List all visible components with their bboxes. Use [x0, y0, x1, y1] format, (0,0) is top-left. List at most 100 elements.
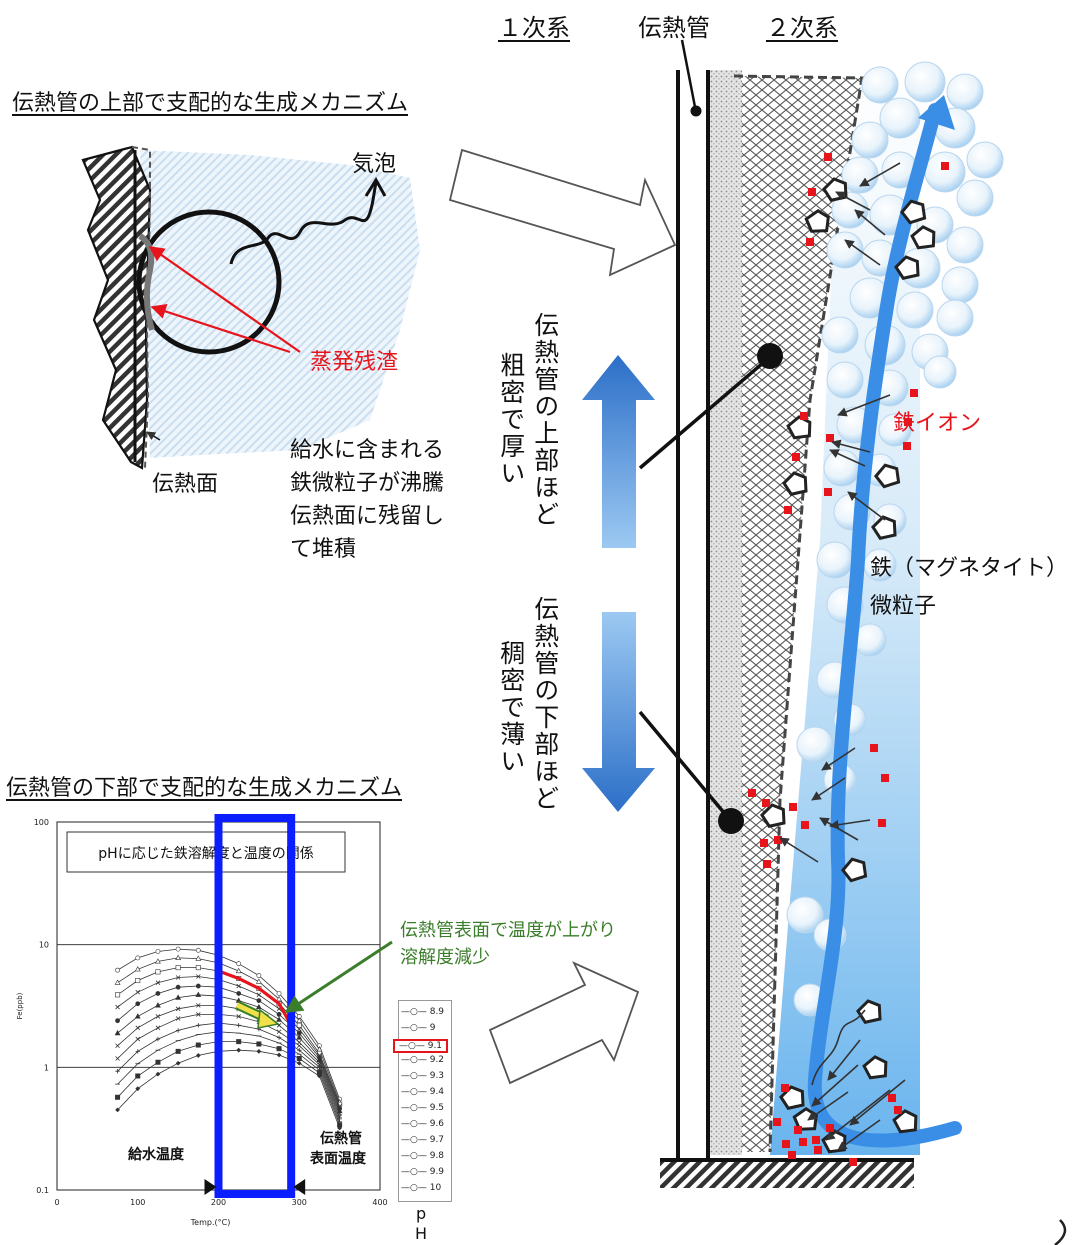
upper-vertical-text-1: 伝熱管の上部ほど [530, 312, 560, 528]
bubble [826, 361, 864, 399]
tube-label: 伝熱管 [638, 14, 710, 42]
series-point [255, 1003, 262, 1010]
bubble [941, 266, 979, 304]
series-line [117, 1014, 340, 1117]
description-line-2: 鉄微粒子が沸騰 [290, 471, 445, 496]
residue-label: 蒸発残渣 [310, 350, 399, 375]
legend-item: —○— 9.7 [401, 1135, 445, 1145]
surface-label: 伝熱面 [152, 472, 219, 497]
magnetite-particle [873, 463, 901, 489]
bubble [841, 156, 879, 194]
iron-ion [748, 789, 756, 797]
bubble [904, 61, 946, 103]
feedwater-temp-label: 給水温度 [128, 1147, 184, 1163]
series-point [276, 991, 282, 996]
annotation-pointer [284, 940, 393, 1014]
magnetite-particle [862, 1055, 888, 1080]
pointer-upper [638, 355, 772, 470]
bubble [796, 726, 834, 764]
series-point [175, 994, 182, 1000]
magnetite-particle [871, 515, 897, 540]
legend-item: —○— 9.5 [401, 1103, 445, 1113]
series-point [195, 991, 202, 997]
ion-arrow [854, 209, 886, 236]
magnetite-particle [892, 1109, 918, 1134]
series-point [134, 966, 141, 972]
series-point [135, 1073, 141, 1079]
tube-wall-hatched [81, 145, 152, 470]
bubble [896, 291, 934, 329]
iron-ion [774, 836, 782, 844]
series-point [195, 983, 201, 989]
series-line [117, 976, 340, 1107]
magnetite-particle [894, 255, 920, 280]
ion-arrow [829, 819, 871, 830]
series-point [296, 1060, 302, 1066]
series-point [175, 954, 182, 961]
annotation-line-2: 溶解度減少 [400, 947, 490, 968]
chart-title: pHに応じた鉄溶解度と温度の関係 [98, 846, 313, 862]
series-point [276, 1035, 282, 1040]
series-point [195, 955, 202, 961]
magnetite-particle [856, 999, 882, 1024]
ion-arrow [829, 449, 866, 467]
ion-arrow [844, 239, 881, 266]
legend-item: —○— 9.2 [401, 1055, 445, 1065]
series-point [296, 1017, 303, 1023]
bubble [923, 355, 957, 389]
series-point [236, 1014, 241, 1019]
series-point [236, 1023, 241, 1028]
series-point [296, 1026, 302, 1032]
ion-arrow [821, 747, 856, 771]
series-point [155, 1059, 161, 1065]
legend-item: —○— 9.3 [401, 1071, 445, 1081]
iron-ion [782, 1140, 790, 1148]
iron-ion [870, 744, 878, 752]
series-point [135, 1025, 141, 1031]
series-point [276, 995, 282, 1002]
legend-item: —○— 9 [401, 1023, 436, 1033]
iron-ion [792, 453, 800, 461]
ion-arrow [837, 1119, 881, 1151]
iron-ion [773, 1118, 781, 1126]
series-point [115, 1018, 120, 1024]
y-tick-label: 1 [44, 1063, 49, 1072]
x-tick-label: 0 [54, 1198, 59, 1207]
series-point [135, 978, 141, 984]
series-line [117, 957, 340, 1103]
iron-ion [881, 774, 889, 782]
x-tick-label: 400 [372, 1198, 387, 1207]
iron-ion [814, 1146, 822, 1154]
iron-ion [878, 819, 886, 827]
series-point [195, 1053, 201, 1058]
x-tick-label: 200 [211, 1198, 226, 1207]
legend-item: —○— 8.9 [401, 1007, 445, 1017]
series-point [276, 1012, 282, 1017]
iron-ion [903, 442, 911, 450]
series-point [276, 1052, 282, 1058]
series-point [175, 975, 181, 980]
iron-ion [824, 153, 832, 161]
series-point [115, 1043, 120, 1049]
series-point [155, 991, 161, 996]
iron-ions [748, 153, 949, 1166]
bubble [966, 141, 1004, 179]
series-point [255, 978, 262, 984]
series-point [155, 1002, 161, 1008]
series-line [117, 1005, 340, 1114]
series-point [175, 984, 181, 990]
iron-ion [760, 839, 768, 847]
series-point [155, 980, 161, 985]
series-point [296, 1043, 302, 1049]
primary-side-label: １次系 [498, 14, 570, 42]
ground-hatch [660, 1160, 914, 1188]
bubble-label: 気泡 [352, 152, 397, 177]
series-point [256, 1041, 262, 1047]
series-line [117, 994, 340, 1112]
ph-label-h: H [415, 1224, 428, 1243]
chart-title-box [66, 831, 346, 873]
magnetite-particle [804, 209, 830, 233]
residue-arc [138, 233, 155, 331]
magnetite-label-1: 鉄（マグネタイト） [870, 556, 1069, 581]
bubble [946, 73, 984, 111]
